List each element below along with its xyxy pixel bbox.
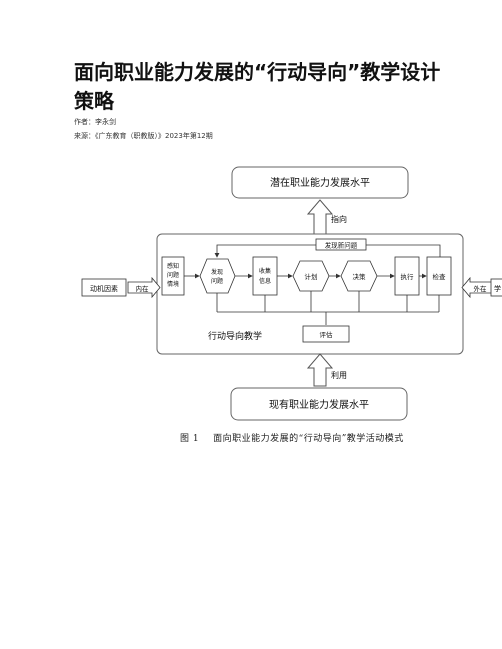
step-discover-l1: 发现 — [211, 268, 223, 276]
point-to-arrow — [306, 199, 334, 235]
utilize-arrow — [306, 353, 334, 387]
step-discover-l2: 问题 — [211, 277, 223, 285]
inner-label: 内在 — [136, 284, 150, 293]
step-perceive-l1: 感知 — [167, 262, 179, 270]
utilize-label: 利用 — [331, 370, 347, 380]
step-discover-hex — [199, 258, 236, 294]
step-collect-l1: 收集 — [259, 267, 271, 275]
caption-text: 面向职业能力发展的“行动导向”教学活动模式 — [213, 434, 404, 444]
step-perceive-l2: 问题 — [167, 271, 179, 279]
inner-arrow — [127, 276, 161, 299]
outer-arrow — [461, 276, 493, 299]
evaluate-box — [302, 325, 350, 343]
step-execute-label: 执行 — [401, 272, 415, 281]
article-source: 来源：《广东教育（职教版）》2023年第12期 — [74, 132, 213, 140]
step-plan-label: 计划 — [305, 272, 318, 281]
discover-new-label: 发现新问题 — [325, 241, 358, 250]
evaluate-label: 评估 — [320, 330, 334, 339]
potential-level-label: 潜在职业能力发展水平 — [270, 176, 370, 189]
step-decide-label: 决策 — [353, 272, 367, 281]
action-oriented-frame — [156, 233, 464, 355]
step-collect-box — [252, 256, 278, 296]
external-box-label: 学 — [494, 284, 501, 293]
article-author: 作者：李永剑 — [74, 118, 116, 126]
point-to-label: 指向 — [331, 214, 347, 224]
step-perceive-l3: 情境 — [167, 280, 179, 288]
motivation-box — [81, 278, 127, 297]
method-label: 行动导向教学 — [208, 330, 262, 342]
article-title: 面向职业能力发展的“行动导向”教学设计策略 — [74, 60, 441, 113]
current-level-box — [230, 387, 408, 421]
figure-caption: 图 1 面向职业能力发展的“行动导向”教学活动模式 — [180, 431, 404, 444]
current-level-label: 现有职业能力发展水平 — [269, 398, 369, 411]
caption-number: 图 1 — [180, 434, 200, 444]
discover-new-box — [315, 238, 367, 251]
teaching-model-diagram: 潜在职业能力发展水平 指向 发现新问题 感知 问题 情境 发现 问题 收集 信息… — [81, 166, 502, 421]
external-box-cut — [490, 278, 502, 297]
potential-level-box — [231, 166, 409, 199]
step-check-label: 检查 — [433, 272, 447, 281]
outer-label: 外在 — [474, 284, 488, 293]
step-collect-l2: 信息 — [259, 277, 271, 285]
motivation-label: 动机因素 — [90, 284, 118, 293]
